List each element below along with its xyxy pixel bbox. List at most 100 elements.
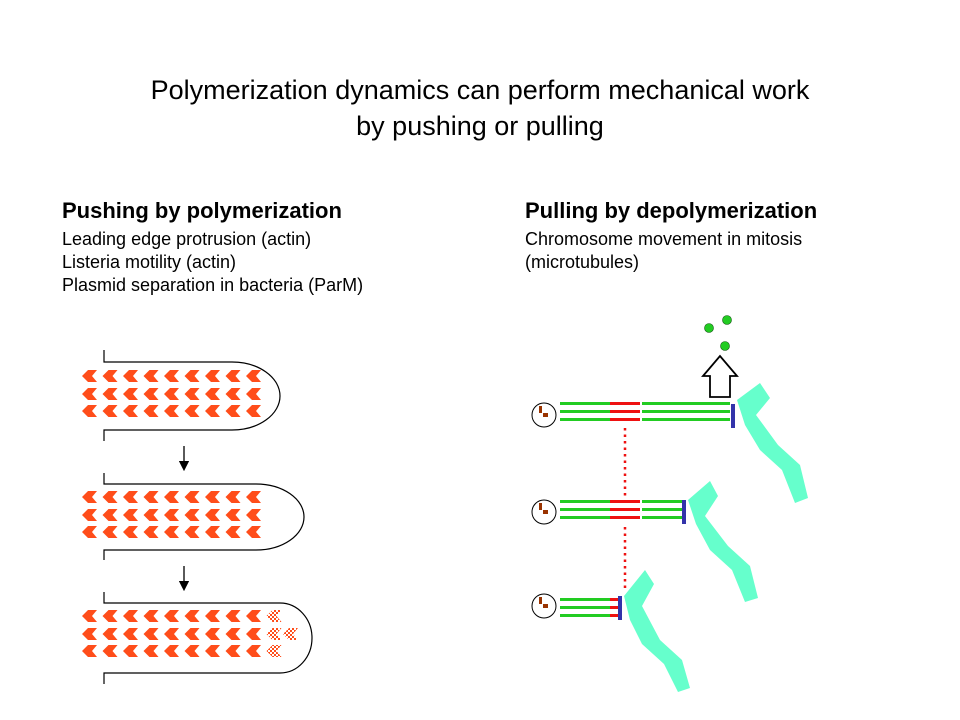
actin-subunit <box>102 405 118 417</box>
actin-subunit <box>123 405 138 417</box>
actin-subunit <box>225 370 241 382</box>
microtubule-row-1 <box>531 383 808 503</box>
chromosome-1 <box>737 383 808 503</box>
actin-subunit <box>205 405 220 417</box>
actin-subunit <box>102 526 118 538</box>
actin-subunit <box>164 526 179 538</box>
pushing-example-3: Plasmid separation in bacteria (ParM) <box>62 275 364 295</box>
microtubule-row-3 <box>531 570 690 692</box>
actin-subunit <box>123 628 138 640</box>
actin-subunit <box>164 405 179 417</box>
actin-subunit <box>184 388 200 400</box>
actin-subunit <box>225 645 241 657</box>
actin-filaments-1 <box>82 370 261 417</box>
up-arrow <box>701 354 739 398</box>
chromosome-3 <box>624 570 690 692</box>
actin-subunit <box>205 610 220 622</box>
actin-subunit <box>143 628 159 640</box>
pushing-example-1: Leading edge protrusion (actin) <box>62 229 312 249</box>
actin-subunit <box>225 491 241 503</box>
actin-subunit <box>246 645 261 657</box>
actin-subunit <box>164 628 179 640</box>
actin-subunit <box>184 526 200 538</box>
actin-subunit <box>143 491 159 503</box>
actin-subunit <box>225 509 241 521</box>
actin-subunit <box>143 526 159 538</box>
pulling-heading: Pulling by depolymerization <box>525 198 818 223</box>
actin-subunit <box>123 370 138 382</box>
pulling-example-2: (microtubules) <box>525 252 640 272</box>
actin-subunit <box>246 388 261 400</box>
actin-subunit <box>143 509 159 521</box>
actin-subunit <box>82 645 97 657</box>
pulling-section: Pulling by depolymerization Chromosome m… <box>525 198 817 274</box>
actin-subunit <box>184 610 200 622</box>
actin-subunit <box>246 491 261 503</box>
actin-subunit <box>143 405 159 417</box>
free-subunit-1 <box>704 323 714 333</box>
actin-subunit <box>225 526 241 538</box>
actin-subunit <box>246 370 261 382</box>
pulling-diagram <box>531 315 808 692</box>
actin-subunit <box>143 610 159 622</box>
actin-subunit <box>205 526 220 538</box>
actin-subunit <box>82 405 97 417</box>
actin-filaments-3 <box>82 610 298 657</box>
free-subunit-3 <box>720 341 730 351</box>
actin-subunit <box>164 645 179 657</box>
pushing-example-2: Listeria motility (actin) <box>62 252 237 272</box>
actin-subunit <box>164 509 179 521</box>
actin-subunit <box>246 628 261 640</box>
actin-subunit <box>82 628 97 640</box>
actin-subunit <box>205 491 220 503</box>
actin-subunit <box>246 405 261 417</box>
actin-subunit <box>123 491 138 503</box>
actin-subunit <box>82 610 97 622</box>
actin-subunit <box>184 628 200 640</box>
actin-subunit <box>102 509 118 521</box>
actin-subunit <box>102 370 118 382</box>
actin-subunit <box>205 388 220 400</box>
actin-subunit <box>143 370 159 382</box>
actin-subunit <box>184 491 200 503</box>
slide-title: Polymerization dynamics can perform mech… <box>0 72 960 144</box>
actin-subunit <box>143 388 159 400</box>
membrane-2 <box>103 473 305 560</box>
pushing-section: Pushing by polymerization Leading edge p… <box>62 198 363 297</box>
pushing-heading: Pushing by polymerization <box>62 198 342 223</box>
actin-subunit <box>123 645 138 657</box>
title-line-1: Polymerization dynamics can perform mech… <box>150 75 810 105</box>
actin-subunit <box>143 645 159 657</box>
actin-subunit <box>82 526 97 538</box>
free-subunit-2 <box>722 315 732 325</box>
actin-subunit <box>246 509 261 521</box>
actin-subunit <box>246 610 261 622</box>
membrane-3 <box>103 592 313 684</box>
pulling-example-1: Chromosome movement in mitosis <box>525 229 803 249</box>
new-actin-subunit <box>266 610 282 622</box>
actin-subunit <box>246 526 261 538</box>
actin-subunit <box>164 370 179 382</box>
actin-subunit <box>164 388 179 400</box>
pushing-diagram <box>82 350 313 684</box>
actin-subunit <box>82 509 97 521</box>
actin-subunit <box>205 645 220 657</box>
actin-subunit <box>184 405 200 417</box>
actin-subunit <box>205 628 220 640</box>
actin-subunit <box>225 610 241 622</box>
title-line-2: by pushing or pulling <box>356 111 604 141</box>
microtubule-row-2 <box>531 481 758 602</box>
actin-subunit <box>102 610 118 622</box>
actin-subunit <box>123 509 138 521</box>
actin-subunit <box>82 388 97 400</box>
actin-subunit <box>164 610 179 622</box>
actin-subunit <box>123 388 138 400</box>
new-actin-subunit <box>266 645 282 657</box>
actin-subunit <box>164 491 179 503</box>
actin-subunit <box>102 388 118 400</box>
actin-subunit <box>205 370 220 382</box>
actin-subunit <box>205 509 220 521</box>
membrane-1 <box>103 350 281 441</box>
actin-subunit <box>82 491 97 503</box>
